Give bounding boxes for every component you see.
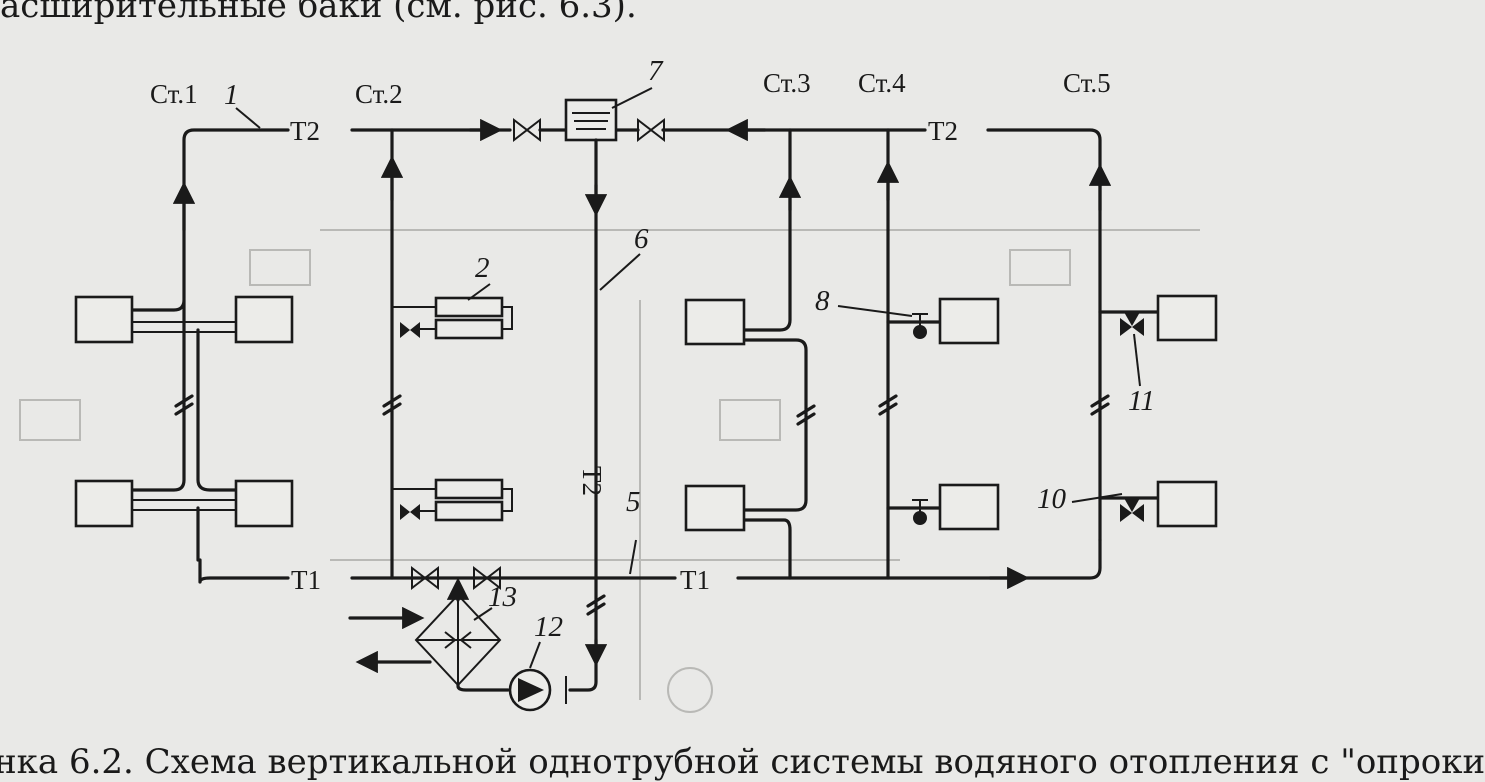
radiator-r1-bot-right [234,479,294,528]
return-main-left [198,558,290,584]
supply-valve-left[interactable] [513,117,541,143]
callout-1: 1 [224,79,239,111]
label-riser-3: Ст.3 [763,68,811,98]
label-riser-1: Ст.1 [150,79,198,109]
callout-6: 6 [634,223,649,255]
callout-8: 8 [815,285,830,317]
callout-11: 11 [1128,385,1155,417]
radiator-r3-top [684,298,746,346]
radiator-r4-top [938,297,1000,345]
bleed-through-ghost [19,229,1200,713]
three-way-valve-10[interactable] [1120,498,1144,522]
callout-12: 12 [534,611,563,643]
riser3-return [742,518,792,580]
break-mark-main [586,594,606,616]
callout-2: 2 [475,252,490,284]
riser3-lower [742,338,808,512]
break-mark-riser3 [796,404,816,426]
break-mark-riser1 [174,394,194,416]
label-t2-right: Т2 [928,116,958,146]
main-riser-6 [568,138,598,692]
three-way-valve-2-top[interactable] [400,322,420,338]
leader-1 [235,107,261,129]
label-riser-4: Ст.4 [858,68,906,98]
control-valve-8-bottom[interactable] [912,499,928,525]
break-mark-riser2 [382,394,402,416]
three-way-valve-2-bottom[interactable] [400,504,420,520]
label-riser-2: Ст.2 [355,79,403,109]
leader-11 [1133,333,1141,387]
return-valve-1[interactable] [411,565,439,591]
callout-13: 13 [488,581,517,613]
three-way-valve-11[interactable] [1120,312,1144,336]
return-main-right [736,538,1102,580]
radiator-r5-bottom [1156,480,1218,528]
label-riser-5: Ст.5 [1063,68,1111,98]
leader-13 [473,607,493,621]
label-t2-left: Т2 [290,116,320,146]
riser4-branches [886,320,942,510]
riser3-pipe [742,128,792,332]
supply-valve-right[interactable] [637,117,665,143]
riser1-bypass [132,321,236,511]
radiator-r1-top-right [234,295,294,344]
leader-5 [629,539,637,575]
radiator-r4-bottom [938,483,1000,531]
figure-caption: нка 6.2. Схема вертикальной однотрубной … [0,742,1485,782]
radiator-r1-top-left [74,295,134,344]
label-t1-right: Т1 [680,565,710,595]
break-mark-riser5 [1090,394,1110,416]
top-text-line: асширительные баки (см. рис. 6.3). [0,0,637,26]
leader-12 [529,641,541,669]
leader-10 [1071,493,1123,503]
expansion-tank [564,98,618,142]
leader-6 [599,253,641,291]
break-mark-riser4 [878,394,898,416]
supply-main-far-right [986,128,1102,188]
radiator-r3-bottom [684,484,746,532]
radiator-r5-top [1156,294,1218,342]
hx-pump-pipe [456,683,510,692]
callout-10: 10 [1037,483,1067,515]
return-valve-2[interactable] [473,565,501,591]
label-t2-vertical: Т2 [577,466,607,496]
riser1-return [196,328,238,562]
label-t1-left: Т1 [291,565,321,595]
leader-8 [837,305,913,317]
leader-2 [467,283,491,301]
supply-main-left [182,128,290,188]
radiator-r1-bot-left [74,479,134,528]
heating-schematic: Ст.1 Ст.2 Ст.3 Ст.4 Ст.5 Т2 Т2 Т1 Т1 Т2 … [19,55,1218,713]
callout-5: 5 [626,486,641,518]
control-valve-8-top[interactable] [912,313,928,339]
pump-12[interactable] [508,668,567,712]
riser1-pipe [130,184,186,492]
convector-2-bottom [392,478,513,522]
leader-7 [611,87,653,109]
callout-7: 7 [648,55,664,87]
convector-2-top [392,296,513,340]
